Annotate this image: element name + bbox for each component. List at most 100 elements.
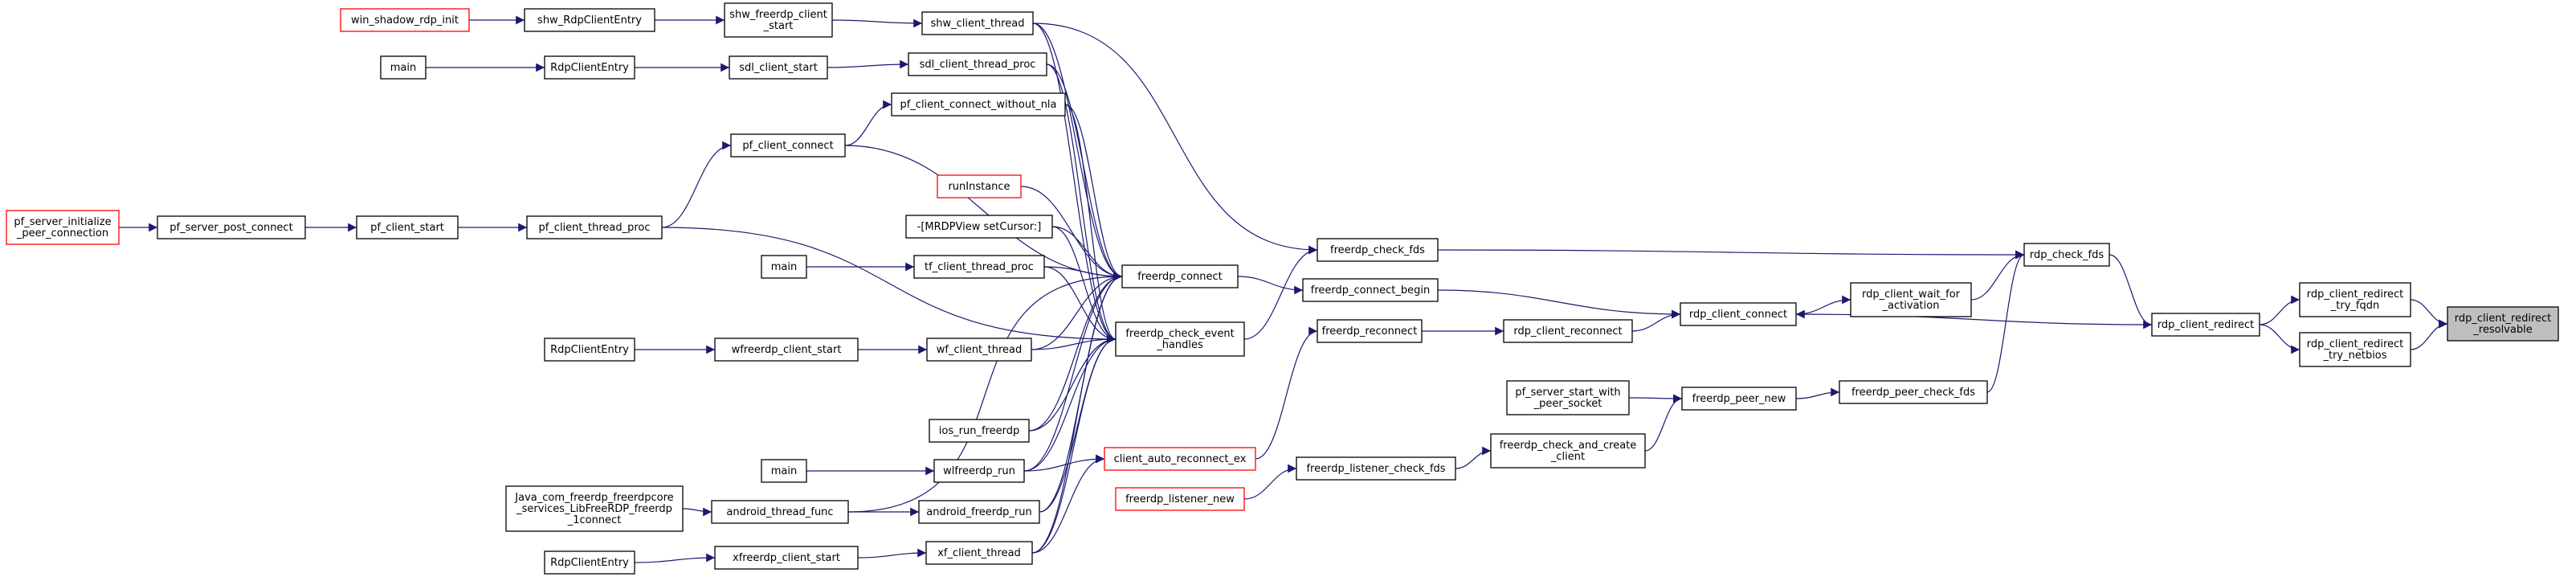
call-edge xyxy=(1051,226,1117,344)
call-edge xyxy=(1455,446,1492,469)
call-edge xyxy=(1023,334,1117,472)
function-node[interactable]: freerdp_reconnect xyxy=(1317,319,1423,343)
function-node[interactable]: rdp_client_redirect_try_netbios xyxy=(2299,332,2411,367)
function-node[interactable]: pf_client_connect xyxy=(730,133,846,158)
call-edge xyxy=(1644,394,1683,452)
function-node-box xyxy=(1680,302,1797,326)
function-node[interactable]: wfreerdp_client_start xyxy=(714,338,859,362)
function-node[interactable]: rdp_client_connect xyxy=(1680,302,1797,326)
function-node[interactable]: Java_com_freerdp_freerdpcore_services_Li… xyxy=(505,485,684,532)
function-node[interactable]: pf_client_thread_proc xyxy=(526,215,663,239)
call-edge xyxy=(1031,454,1105,554)
function-node[interactable]: freerdp_check_and_create_client xyxy=(1490,433,1646,469)
function-node-label: freerdp_check_fds xyxy=(1330,244,1425,256)
function-node[interactable]: pf_client_start xyxy=(356,215,459,239)
call-edge xyxy=(1795,295,1851,315)
function-node-label: rdp_client_wait_for xyxy=(1862,288,1961,301)
function-node[interactable]: shw_RdpClientEntry xyxy=(524,8,655,32)
function-node[interactable]: freerdp_listener_check_fds xyxy=(1296,456,1456,481)
function-node-box xyxy=(544,338,635,362)
function-node-box xyxy=(380,55,427,80)
function-node[interactable]: xfreerdp_client_start xyxy=(714,546,859,570)
function-node[interactable]: win_shadow_rdp_init xyxy=(340,8,470,32)
call-edge xyxy=(1031,272,1123,350)
function-node[interactable]: freerdp_check_fds xyxy=(1317,238,1439,262)
call-graph-nodes: rdp_client_redirect_resolvablerdp_client… xyxy=(6,2,2559,575)
call-edge xyxy=(1051,226,1123,281)
function-node-label: freerdp_connect_begin xyxy=(1311,284,1430,297)
call-edge xyxy=(661,141,732,228)
function-node[interactable]: -[MRDPView setCursor:] xyxy=(905,215,1053,239)
function-node[interactable]: rdp_client_wait_for_activation xyxy=(1850,282,1972,317)
function-node[interactable]: rdp_client_reconnect xyxy=(1503,319,1633,343)
function-node[interactable]: sdl_client_start xyxy=(729,55,828,80)
call-edge xyxy=(634,553,716,563)
function-node[interactable]: rdp_client_redirect_try_fqdn xyxy=(2299,282,2411,317)
function-node[interactable]: freerdp_peer_check_fds xyxy=(1839,380,1988,404)
function-node[interactable]: freerdp_listener_new xyxy=(1115,487,1245,511)
function-node-label: sdl_client_thread_proc xyxy=(920,59,1036,71)
call-edge xyxy=(847,272,1123,513)
function-node-label: rdp_client_redirect xyxy=(2307,338,2404,350)
function-node[interactable]: wf_client_thread xyxy=(926,338,1032,362)
function-node-label: pf_server_initialize xyxy=(14,216,111,228)
function-node-label: _try_fqdn xyxy=(2330,300,2379,312)
call-edge xyxy=(1795,309,2153,325)
function-node[interactable]: freerdp_check_event_handles xyxy=(1115,321,1245,357)
function-node-label: xf_client_thread xyxy=(937,547,1021,559)
function-node[interactable]: android_thread_func xyxy=(711,500,849,524)
function-node[interactable]: RdpClientEntry xyxy=(544,55,635,80)
function-node[interactable]: wlfreerdp_run xyxy=(933,459,1025,483)
function-node[interactable]: freerdp_connect xyxy=(1121,264,1239,288)
call-edge xyxy=(1064,104,1117,344)
function-node[interactable]: android_freerdp_run xyxy=(918,500,1040,524)
function-node[interactable]: sdl_client_thread_proc xyxy=(908,52,1047,76)
function-node[interactable]: shw_client_thread xyxy=(921,11,1034,35)
function-node-label: freerdp_connect xyxy=(1137,271,1223,283)
function-node[interactable]: xf_client_thread xyxy=(925,541,1033,565)
function-node[interactable]: main xyxy=(761,459,807,483)
function-node[interactable]: RdpClientEntry xyxy=(544,550,635,575)
function-node-label: rdp_client_redirect xyxy=(2455,313,2552,325)
function-node[interactable]: rdp_check_fds xyxy=(2023,243,2110,267)
function-node-box xyxy=(729,55,828,80)
function-node-label: RdpClientEntry xyxy=(550,62,629,74)
function-node[interactable]: client_auto_reconnect_ex xyxy=(1104,447,1256,471)
function-node[interactable]: pf_server_start_with_peer_socket xyxy=(1506,380,1630,415)
function-node-label: -[MRDPView setCursor:] xyxy=(917,221,1042,233)
function-node-label: _peer_socket xyxy=(1533,398,1602,410)
function-node[interactable]: freerdp_peer_new xyxy=(1681,387,1797,411)
function-node-label: freerdp_peer_new xyxy=(1692,393,1786,405)
function-node[interactable]: pf_client_connect_without_nla xyxy=(891,92,1066,117)
function-node-label: main xyxy=(390,62,416,74)
call-edge xyxy=(844,100,892,146)
function-node-box xyxy=(2151,313,2260,337)
function-node-box xyxy=(1115,487,1245,511)
function-node[interactable]: pf_server_post_connect xyxy=(157,215,306,239)
function-node[interactable]: runInstance xyxy=(937,174,1022,198)
function-node[interactable]: freerdp_connect_begin xyxy=(1302,278,1439,302)
call-edge xyxy=(1032,23,1318,255)
function-node-box xyxy=(905,215,1053,239)
function-node-label: main xyxy=(771,261,797,273)
function-node-label: RdpClientEntry xyxy=(550,557,629,569)
function-node-box xyxy=(1317,319,1423,343)
function-node[interactable]: RdpClientEntry xyxy=(544,338,635,362)
call-edge xyxy=(682,507,712,517)
function-node-label: xfreerdp_client_start xyxy=(733,552,840,564)
function-node-box xyxy=(1839,380,1988,404)
function-node[interactable]: ios_run_freerdp xyxy=(929,419,1030,443)
function-node-box xyxy=(6,210,120,245)
function-node[interactable]: pf_server_initialize_peer_connection xyxy=(6,210,120,245)
function-node[interactable]: main xyxy=(380,55,427,80)
function-node[interactable]: rdp_client_redirect xyxy=(2151,313,2260,337)
function-node[interactable]: main xyxy=(761,255,807,279)
function-node-box xyxy=(891,92,1066,117)
call-edge xyxy=(2259,295,2300,325)
function-node-box xyxy=(929,419,1030,443)
function-node-label: runInstance xyxy=(948,181,1010,193)
function-node[interactable]: tf_client_thread_proc xyxy=(913,255,1045,279)
call-edge xyxy=(1628,394,1683,403)
function-node[interactable]: shw_freerdp_client_start xyxy=(724,2,833,38)
